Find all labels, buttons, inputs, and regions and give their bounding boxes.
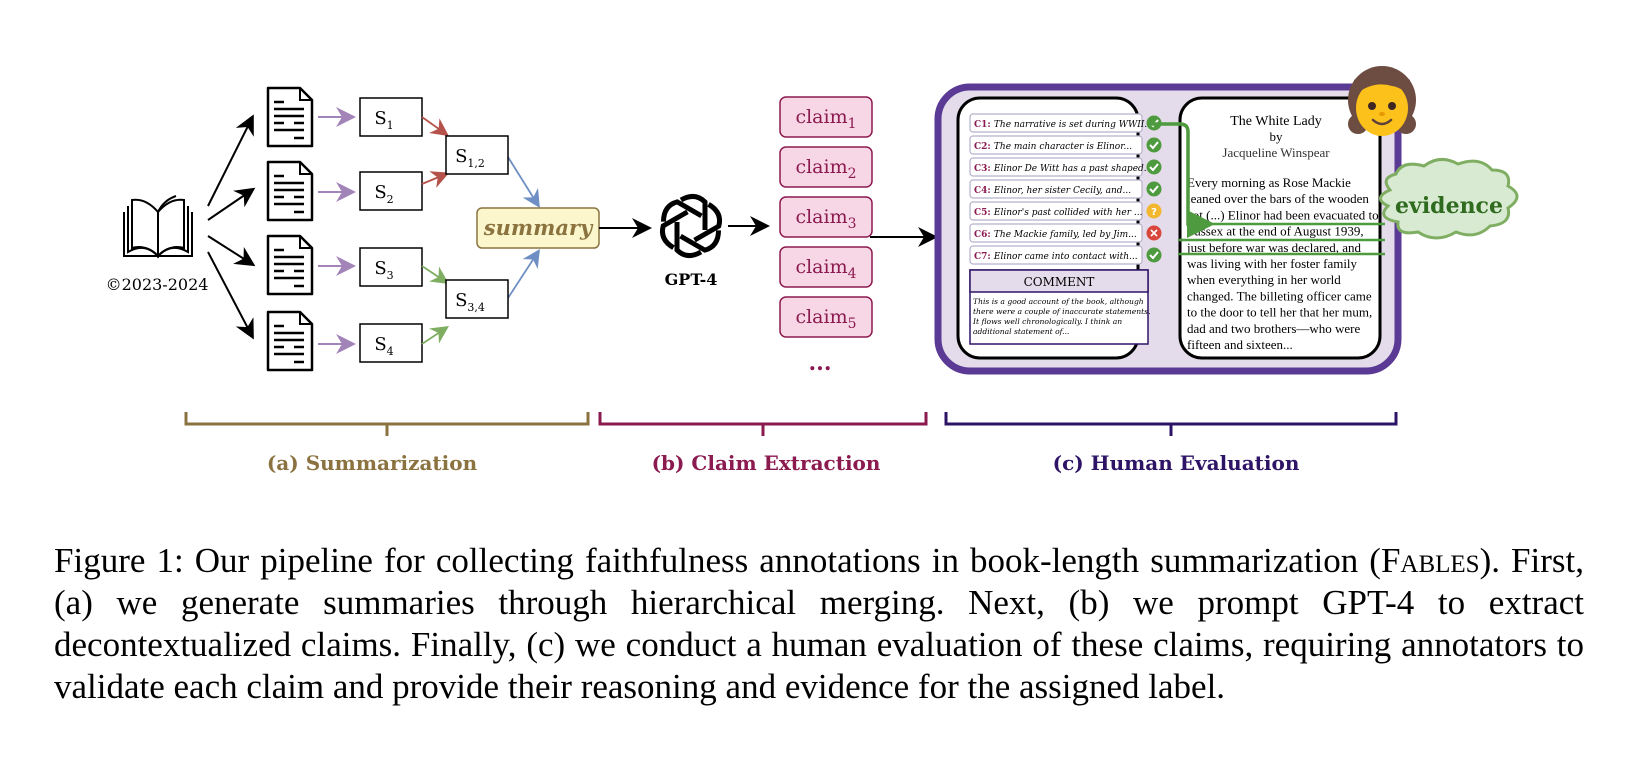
svg-text:C5: Elinor's past collided wit: C5: Elinor's past collided with her ... [974, 208, 1143, 218]
document-icon [266, 86, 314, 148]
svg-text:C2: The main character is Elin: C2: The main character is Elinor... [974, 142, 1132, 152]
claim-box: claim3 [779, 196, 873, 238]
svg-text:S4: S4 [374, 334, 393, 358]
question-circle-icon: ? [1146, 203, 1162, 219]
claims-ellipsis: ... [809, 350, 832, 376]
svg-text:claim1: claim1 [795, 106, 856, 132]
book-text-line: Every morning as Rose Mackie [1187, 175, 1351, 190]
book-excerpt: The White Lady by Jacqueline Winspear Ev… [1186, 114, 1379, 352]
evaluated-claim-row: C6: The Mackie family, led by Jim... [969, 223, 1162, 243]
comment-line: additional statement of... [973, 327, 1069, 336]
evidence-cloud: evidence [1379, 158, 1519, 240]
claim-box: claim2 [779, 146, 873, 188]
evaluated-claim-row: C3: Elinor De Witt has a past shaped... [969, 157, 1162, 177]
book-card [1178, 96, 1382, 360]
book-text-line: cot (...) Elinor had been evacuated to [1187, 207, 1379, 222]
bracket-summarization [184, 412, 590, 436]
caption-fables: Fables [1380, 541, 1480, 580]
svg-text:S3: S3 [374, 258, 393, 282]
document-icon [266, 160, 314, 222]
svg-text:?: ? [1151, 207, 1157, 218]
comment-header: COMMENT [1024, 275, 1095, 289]
svg-text:summary: summary [483, 215, 594, 240]
section-label-summarization: (a) Summarization [267, 451, 478, 475]
book-author: Jacqueline Winspear [1222, 145, 1330, 160]
caption-rest: ). First, (a) we generate summaries thro… [54, 541, 1584, 706]
openai-logo-icon [658, 194, 723, 255]
svg-text:S2: S2 [374, 182, 393, 206]
copyright-label: ©2023-2024 [106, 275, 209, 294]
evaluated-claim-row: C4: Elinor, her sister Cecily, and... [969, 179, 1162, 199]
figure-caption: Figure 1: Our pipeline for collecting fa… [54, 540, 1584, 708]
book-text-line: when everything in her world [1187, 272, 1341, 287]
document-icon [266, 234, 314, 296]
book-by: by [1270, 129, 1284, 144]
svg-text:C6: The Mackie family, led by: C6: The Mackie family, led by Jim... [974, 230, 1137, 240]
evaluated-claim-row: C5: Elinor's past collided with her ...? [969, 201, 1162, 221]
evaluated-claim-row: C1: The narrative is set during WWII... [969, 113, 1162, 133]
claim-box: claim4 [779, 246, 873, 288]
svg-text:C4: Elinor, her sister Cecily,: C4: Elinor, her sister Cecily, and... [974, 186, 1131, 196]
merge-arrows [421, 116, 540, 345]
fanout-arrows [207, 114, 256, 340]
final-summary-box: summary [476, 207, 600, 249]
book-text-line: was living with her foster family [1187, 256, 1358, 271]
evidence-connector [1148, 122, 1215, 238]
girl-emoji-icon [1348, 66, 1416, 136]
svg-text:C3: Elinor De Witt has a past: C3: Elinor De Witt has a past shaped... [974, 164, 1153, 174]
svg-text:S1: S1 [374, 108, 393, 132]
svg-text:claim5: claim5 [795, 306, 856, 332]
book-text-line: to the door to tell her that her mum, [1187, 305, 1372, 320]
check-circle-icon [1146, 181, 1162, 197]
check-circle-icon [1146, 137, 1162, 153]
cross-circle-icon [1146, 225, 1162, 241]
merged-summary-s34: S3,4 [445, 279, 509, 319]
open-book-icon [123, 195, 193, 259]
claim-box: claim1 [779, 96, 873, 138]
chunk-arrows [318, 107, 356, 354]
book-text-line: leaned over the bars of the wooden [1187, 191, 1369, 206]
book-text-line: fifteen and sixteen... [1187, 337, 1293, 352]
svg-text:evidence: evidence [1395, 193, 1503, 219]
section-label-human-evaluation: (c) Human Evaluation [1053, 451, 1300, 475]
svg-text:C1: The narrative is set durin: C1: The narrative is set during WWII... [974, 120, 1153, 130]
book-text-line: changed. The billeting officer came [1187, 288, 1372, 303]
chunk-summary-s1: S1 [359, 97, 423, 137]
chunk-summary-s2: S2 [359, 171, 423, 211]
gpt4-label: GPT-4 [665, 270, 718, 289]
pipeline-figure: ©2023-2024 S1 S2 S3 S4 [106, 66, 1519, 475]
comment-line: This is a good account of the book, alth… [973, 297, 1144, 306]
svg-text:C7: Elinor came into contact w: C7: Elinor came into contact with... [974, 252, 1138, 262]
book-text-line: Sussex at the end of August 1939, [1187, 224, 1364, 239]
check-circle-icon [1146, 247, 1162, 263]
chunk-summary-s4: S4 [359, 323, 423, 363]
document-icon [266, 310, 314, 372]
comment-line: there were a couple of inaccurate statem… [973, 307, 1151, 316]
evaluated-claim-row: C7: Elinor came into contact with... [969, 245, 1162, 265]
bracket-human-evaluation [944, 412, 1398, 436]
svg-text:S3,4: S3,4 [455, 290, 485, 314]
svg-text:claim4: claim4 [795, 256, 856, 282]
bracket-claim-extraction [598, 412, 928, 436]
book-text-line: just before war was declared, and [1186, 240, 1361, 255]
book-title: The White Lady [1230, 114, 1322, 129]
caption-prefix: Figure 1: Our pipeline for collecting fa… [54, 541, 1381, 580]
check-circle-icon [1146, 159, 1162, 175]
merged-summary-s12: S1,2 [445, 135, 509, 175]
claim-box: claim5 [779, 296, 873, 338]
book-text-line: dad and two brothers—who were [1187, 321, 1361, 336]
section-label-claim-extraction: (b) Claim Extraction [652, 451, 881, 475]
evaluated-claim-row: C2: The main character is Elinor... [969, 135, 1162, 155]
comment-box: COMMENT This is a good account of the bo… [969, 269, 1151, 345]
svg-text:S1,2: S1,2 [455, 146, 485, 170]
chunk-summary-s3: S3 [359, 247, 423, 287]
comment-line: It flows well chronologically. I think a… [972, 317, 1122, 326]
svg-text:claim3: claim3 [795, 206, 856, 232]
svg-text:claim2: claim2 [795, 156, 856, 182]
